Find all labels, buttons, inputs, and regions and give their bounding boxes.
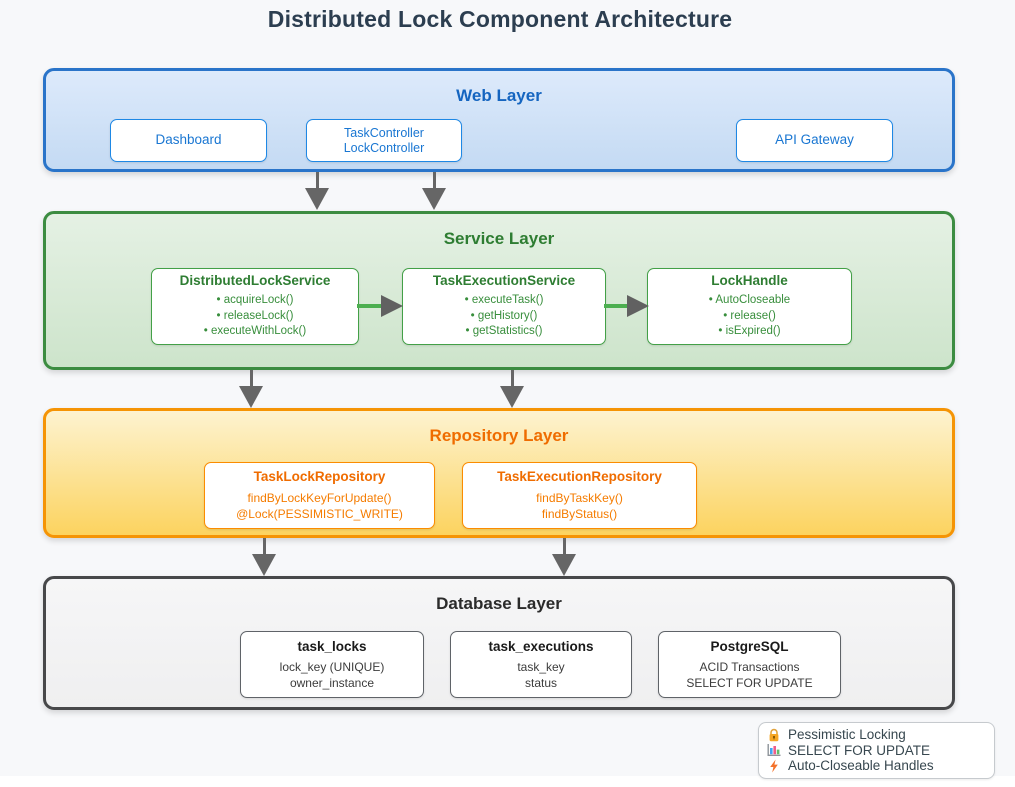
- legend: Pessimistic Locking SELECT FOR UPDATE: [758, 722, 995, 779]
- legend-item: Pessimistic Locking: [767, 727, 986, 743]
- down-arrow-icon: [305, 172, 329, 210]
- node-method: • executeTask(): [464, 294, 544, 307]
- node-method: • AutoCloseable: [708, 294, 791, 307]
- down-arrow-icon: [239, 370, 263, 408]
- node-method: findByLockKeyForUpdate(): [247, 491, 392, 505]
- node-title: DistributedLockService: [179, 273, 331, 289]
- legend-label: SELECT FOR UPDATE: [788, 742, 931, 758]
- down-arrow-icon: [552, 538, 576, 576]
- database-layer: Database Layer task_locks lock_key (UNIQ…: [43, 576, 955, 710]
- node-method: findByStatus(): [541, 507, 618, 521]
- node-controllers: TaskController LockController: [306, 119, 462, 162]
- node-title: LockHandle: [711, 273, 788, 289]
- node-task-execution-repository: TaskExecutionRepository findByTaskKey() …: [462, 462, 697, 529]
- node-method: findByTaskKey(): [536, 491, 623, 505]
- node-title: task_locks: [297, 638, 367, 654]
- service-layer: Service Layer DistributedLockService • a…: [43, 211, 955, 370]
- lock-icon: [767, 728, 781, 742]
- node-label: Dashboard: [155, 132, 222, 148]
- down-arrow-icon: [500, 370, 524, 408]
- node-task-executions-table: task_executions task_key status: [450, 631, 632, 698]
- node-title: PostgreSQL: [710, 638, 789, 654]
- down-arrow-icon: [422, 172, 446, 210]
- node-method: • isExpired(): [718, 325, 781, 338]
- node-title: TaskLockRepository: [253, 469, 386, 484]
- node-method: @Lock(PESSIMISTIC_WRITE): [236, 507, 403, 521]
- page-title: Distributed Lock Component Architecture: [267, 6, 733, 32]
- legend-item: Auto-Closeable Handles: [767, 758, 986, 774]
- node-postgresql: PostgreSQL ACID Transactions SELECT FOR …: [658, 631, 841, 698]
- node-method: • acquireLock(): [216, 294, 294, 307]
- repository-layer-title: Repository Layer: [429, 426, 569, 445]
- legend-item: SELECT FOR UPDATE: [767, 743, 986, 759]
- node-title: TaskExecutionRepository: [497, 469, 662, 484]
- node-method: • getStatistics(): [465, 325, 543, 338]
- node-task-locks-table: task_locks lock_key (UNIQUE) owner_insta…: [240, 631, 424, 698]
- node-distributed-lock-service: DistributedLockService • acquireLock() •…: [151, 268, 359, 345]
- node-column: owner_instance: [289, 675, 375, 690]
- web-layer: Web Layer Dashboard TaskController LockC…: [43, 68, 955, 172]
- node-method: • executeWithLock(): [203, 325, 307, 338]
- lightning-icon: [767, 759, 781, 773]
- node-task-lock-repository: TaskLockRepository findByLockKeyForUpdat…: [204, 462, 435, 529]
- right-arrow-icon: [604, 295, 649, 317]
- node-title: TaskExecutionService: [432, 273, 576, 289]
- node-method: • getHistory(): [470, 309, 538, 322]
- node-column: lock_key (UNIQUE): [279, 659, 385, 674]
- node-dashboard: Dashboard: [110, 119, 267, 162]
- right-arrow-icon: [357, 295, 403, 317]
- web-layer-title: Web Layer: [456, 86, 542, 105]
- service-layer-title: Service Layer: [443, 229, 555, 248]
- node-title: task_executions: [488, 638, 594, 654]
- node-label: TaskController: [344, 126, 424, 140]
- node-task-execution-service: TaskExecutionService • executeTask() • g…: [402, 268, 606, 345]
- node-method: • release(): [723, 309, 776, 322]
- legend-label: Pessimistic Locking: [788, 727, 906, 742]
- node-feature: SELECT FOR UPDATE: [686, 675, 813, 690]
- node-column: status: [524, 675, 557, 690]
- node-label: API Gateway: [775, 132, 854, 148]
- node-feature: ACID Transactions: [699, 659, 800, 674]
- node-label: LockController: [343, 140, 425, 155]
- node-method: • releaseLock(): [216, 309, 294, 322]
- node-lock-handle: LockHandle • AutoCloseable • release() •…: [647, 268, 852, 345]
- node-api-gateway: API Gateway: [736, 119, 893, 162]
- repository-layer: Repository Layer TaskLockRepository find…: [43, 408, 955, 538]
- node-column: task_key: [517, 659, 565, 674]
- down-arrow-icon: [252, 538, 276, 576]
- database-layer-title: Database Layer: [436, 594, 562, 613]
- legend-label: Auto-Closeable Handles: [788, 758, 934, 773]
- bar-chart-icon: [767, 743, 781, 757]
